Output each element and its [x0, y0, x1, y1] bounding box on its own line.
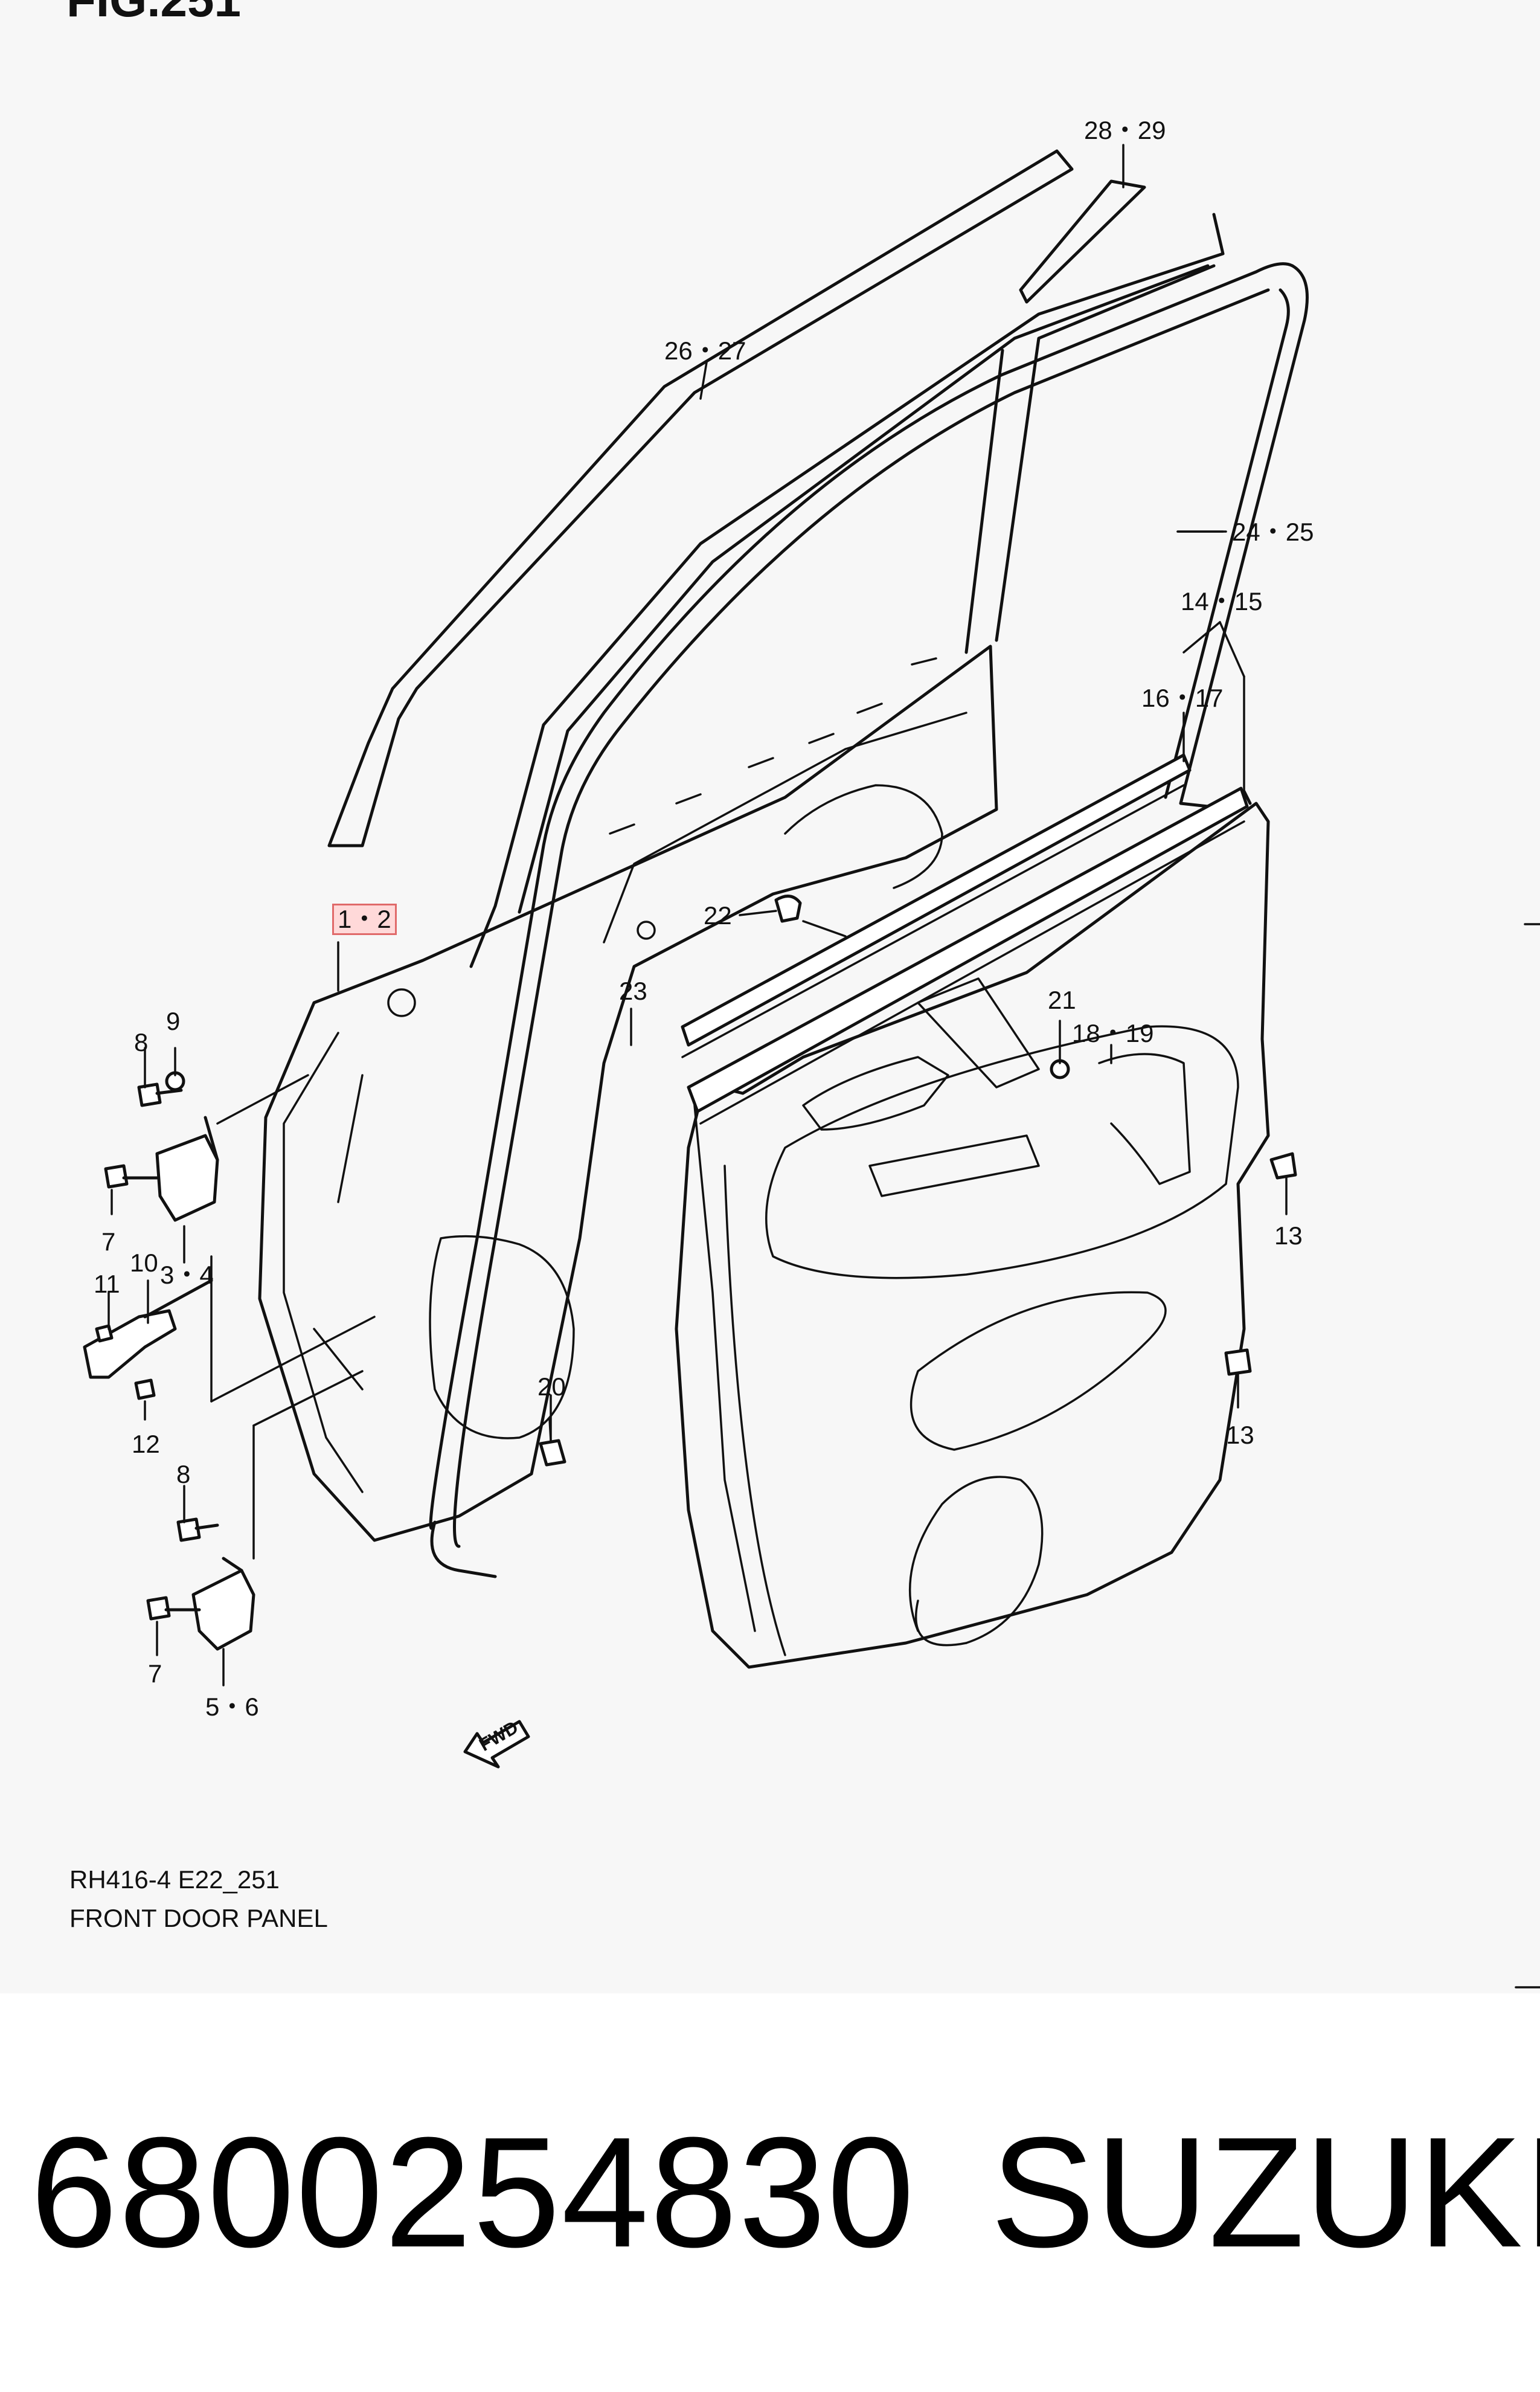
belt-molding-14-17 [681, 753, 1249, 1125]
figure-title: FIG.251 [66, 0, 241, 24]
brand-name: SUZUKI [990, 2105, 1540, 2280]
door-trim-panel-23 [675, 802, 1270, 1669]
callout-26-27: 26・27 [664, 336, 746, 365]
callout-3-4: 3・4 [160, 1261, 214, 1289]
callout-14-15: 14・15 [1181, 587, 1263, 616]
fwd-arrow [463, 1720, 530, 1769]
hinge-upper-3-4 [155, 1116, 219, 1222]
callout-8a: 8 [134, 1028, 149, 1056]
callout-21: 21 [1048, 986, 1076, 1014]
door-check-10 [83, 1279, 213, 1379]
callout-24-25: 24・25 [1232, 518, 1314, 546]
callout-13a: 13 [1274, 1221, 1303, 1250]
clip-20 [539, 1418, 566, 1467]
callout-10: 10 [130, 1249, 158, 1277]
run-channel-28-29 [1019, 179, 1146, 304]
reference-lines [210, 1074, 376, 1560]
callout-7a: 7 [101, 1227, 116, 1256]
window-molding-26-27 [327, 149, 1074, 847]
callout-11: 11 [94, 1270, 120, 1298]
grommet-13a [1269, 1152, 1297, 1180]
callout-20: 20 [537, 1372, 566, 1401]
callout-9: 9 [166, 1007, 181, 1035]
callout-28-29: 28・29 [1084, 116, 1166, 144]
bolt-7a [104, 1164, 159, 1189]
callout-13b: 13 [1226, 1421, 1254, 1449]
door-sash-frame [469, 213, 1225, 968]
fastener-22 [774, 895, 802, 923]
callout-18-19: 18・19 [1072, 1019, 1154, 1047]
door-panel-exploded-view [83, 144, 1540, 1989]
bolt-12 [134, 1378, 156, 1400]
leader-lines [107, 144, 1288, 1686]
callout-12: 12 [132, 1430, 160, 1458]
callout-5-6: 5・6 [205, 1693, 259, 1721]
figure-name: FRONT DOOR PANEL [69, 1904, 328, 1932]
part-number: 6800254830 [30, 2105, 916, 2280]
grommet-13b [1224, 1348, 1252, 1376]
bolt-8b [176, 1517, 219, 1542]
door-shell-1-2 [258, 645, 998, 1542]
callout-1-2: 1・2 [332, 904, 397, 935]
callout-22: 22 [704, 901, 732, 930]
diagram-area: FIG.251 [66, 0, 1540, 1989]
bolt-11 [95, 1324, 114, 1343]
callout-8b: 8 [176, 1460, 191, 1488]
callout-16-17: 16・17 [1141, 684, 1224, 712]
hinge-lower-5-6 [191, 1557, 255, 1651]
callout-7b: 7 [148, 1659, 162, 1688]
callout-23: 23 [619, 977, 647, 1005]
bolt-7b [146, 1596, 201, 1621]
figure-code: RH416-4 E22_251 [69, 1865, 280, 1894]
